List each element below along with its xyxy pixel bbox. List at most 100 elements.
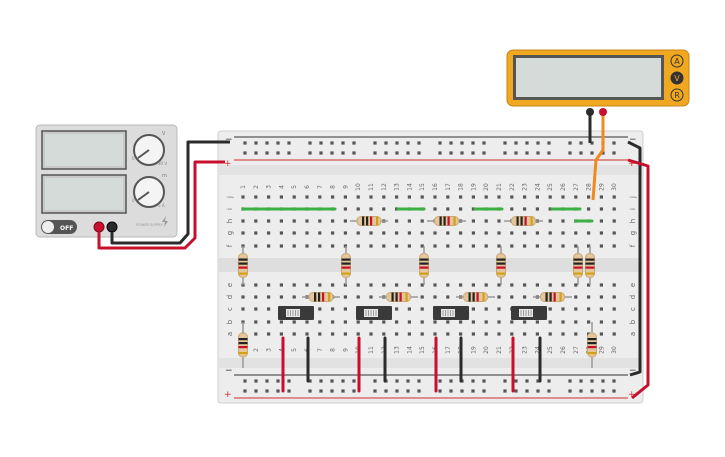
breadboard-hole[interactable] (612, 307, 616, 311)
rail-hole[interactable] (449, 151, 453, 155)
breadboard-hole[interactable] (356, 295, 360, 299)
breadboard-hole[interactable] (382, 195, 386, 199)
breadboard-hole[interactable] (612, 219, 616, 223)
breadboard-hole[interactable] (612, 231, 616, 235)
breadboard-hole[interactable] (535, 244, 539, 248)
resistor[interactable] (496, 246, 506, 285)
breadboard-hole[interactable] (612, 320, 616, 324)
rail-hole[interactable] (417, 141, 421, 145)
breadboard-hole[interactable] (254, 295, 258, 299)
breadboard-hole[interactable] (535, 195, 539, 199)
rail-hole[interactable] (612, 389, 616, 393)
rail-hole[interactable] (568, 389, 572, 393)
right-positive-rail-jumper[interactable] (627, 158, 650, 400)
rail-hole[interactable] (482, 379, 486, 383)
breadboard-hole[interactable] (548, 219, 552, 223)
rail-hole[interactable] (330, 151, 334, 155)
rail-hole[interactable] (536, 379, 540, 383)
breadboard-hole[interactable] (510, 195, 514, 199)
breadboard-hole[interactable] (279, 332, 283, 336)
breadboard-hole[interactable] (318, 283, 322, 287)
slide-switch[interactable] (356, 306, 392, 320)
meter-common-probe[interactable] (586, 108, 594, 116)
breadboard-hole[interactable] (523, 283, 527, 287)
rail-hole[interactable] (287, 389, 291, 393)
breadboard-hole[interactable] (548, 244, 552, 248)
breadboard-hole[interactable] (446, 207, 450, 211)
breadboard-hole[interactable] (471, 219, 475, 223)
breadboard-hole[interactable] (305, 219, 309, 223)
breadboard-hole[interactable] (548, 283, 552, 287)
breadboard-hole[interactable] (510, 231, 514, 235)
breadboard-hole[interactable] (292, 332, 296, 336)
breadboard-hole[interactable] (356, 207, 360, 211)
rail-hole[interactable] (590, 389, 594, 393)
rail-hole[interactable] (341, 151, 345, 155)
breadboard-hole[interactable] (407, 283, 411, 287)
breadboard-hole[interactable] (292, 244, 296, 248)
breadboard-hole[interactable] (497, 219, 501, 223)
rail-hole[interactable] (373, 379, 377, 383)
rail-hole[interactable] (254, 379, 258, 383)
breadboard-hole[interactable] (292, 231, 296, 235)
breadboard-hole[interactable] (497, 283, 501, 287)
rail-hole[interactable] (547, 389, 551, 393)
rail-hole[interactable] (417, 379, 421, 383)
breadboard-hole[interactable] (395, 231, 399, 235)
breadboard-hole[interactable] (254, 195, 258, 199)
rail-hole[interactable] (482, 141, 486, 145)
rail-hole[interactable] (460, 389, 464, 393)
rail-hole[interactable] (579, 379, 583, 383)
breadboard-hole[interactable] (382, 231, 386, 235)
breadboard-hole[interactable] (356, 231, 360, 235)
rail-hole[interactable] (438, 379, 442, 383)
breadboard-hole[interactable] (241, 195, 245, 199)
slide-switch[interactable] (511, 306, 547, 320)
breadboard-hole[interactable] (459, 231, 463, 235)
breadboard-hole[interactable] (459, 283, 463, 287)
breadboard-hole[interactable] (420, 195, 424, 199)
rail-hole[interactable] (482, 389, 486, 393)
slide-switches[interactable] (278, 306, 547, 320)
rail-hole[interactable] (287, 141, 291, 145)
rail-hole[interactable] (308, 389, 312, 393)
breadboard-hole[interactable] (446, 195, 450, 199)
resistor[interactable] (302, 292, 340, 302)
rail-hole[interactable] (601, 389, 605, 393)
breadboard-hole[interactable] (433, 283, 437, 287)
breadboard-hole[interactable] (318, 307, 322, 311)
breadboard-hole[interactable] (343, 320, 347, 324)
breadboard-hole[interactable] (241, 219, 245, 223)
breadboard-hole[interactable] (343, 307, 347, 311)
breadboard-hole[interactable] (318, 320, 322, 324)
rail-hole[interactable] (341, 379, 345, 383)
breadboard-hole[interactable] (318, 332, 322, 336)
rail-hole[interactable] (276, 141, 280, 145)
rail-hole[interactable] (547, 141, 551, 145)
rail-hole[interactable] (254, 389, 258, 393)
breadboard-hole[interactable] (446, 283, 450, 287)
breadboard-hole[interactable] (523, 244, 527, 248)
breadboard-hole[interactable] (318, 219, 322, 223)
rail-hole[interactable] (395, 151, 399, 155)
rail-hole[interactable] (612, 151, 616, 155)
breadboard-hole[interactable] (459, 244, 463, 248)
rail-hole[interactable] (471, 151, 475, 155)
rail-hole[interactable] (265, 141, 269, 145)
breadboard-hole[interactable] (599, 320, 603, 324)
breadboard-hole[interactable] (535, 320, 539, 324)
rail-hole[interactable] (373, 151, 377, 155)
breadboard-hole[interactable] (459, 332, 463, 336)
breadboard-hole[interactable] (484, 195, 488, 199)
resistors[interactable] (238, 216, 597, 369)
rail-hole[interactable] (612, 379, 616, 383)
breadboard-hole[interactable] (382, 207, 386, 211)
resistor[interactable] (341, 246, 351, 285)
breadboard-hole[interactable] (523, 295, 527, 299)
rail-hole[interactable] (330, 141, 334, 145)
breadboard-hole[interactable] (395, 332, 399, 336)
breadboard-hole[interactable] (382, 320, 386, 324)
breadboard-hole[interactable] (267, 219, 271, 223)
breadboard-hole[interactable] (420, 231, 424, 235)
breadboard-hole[interactable] (612, 283, 616, 287)
